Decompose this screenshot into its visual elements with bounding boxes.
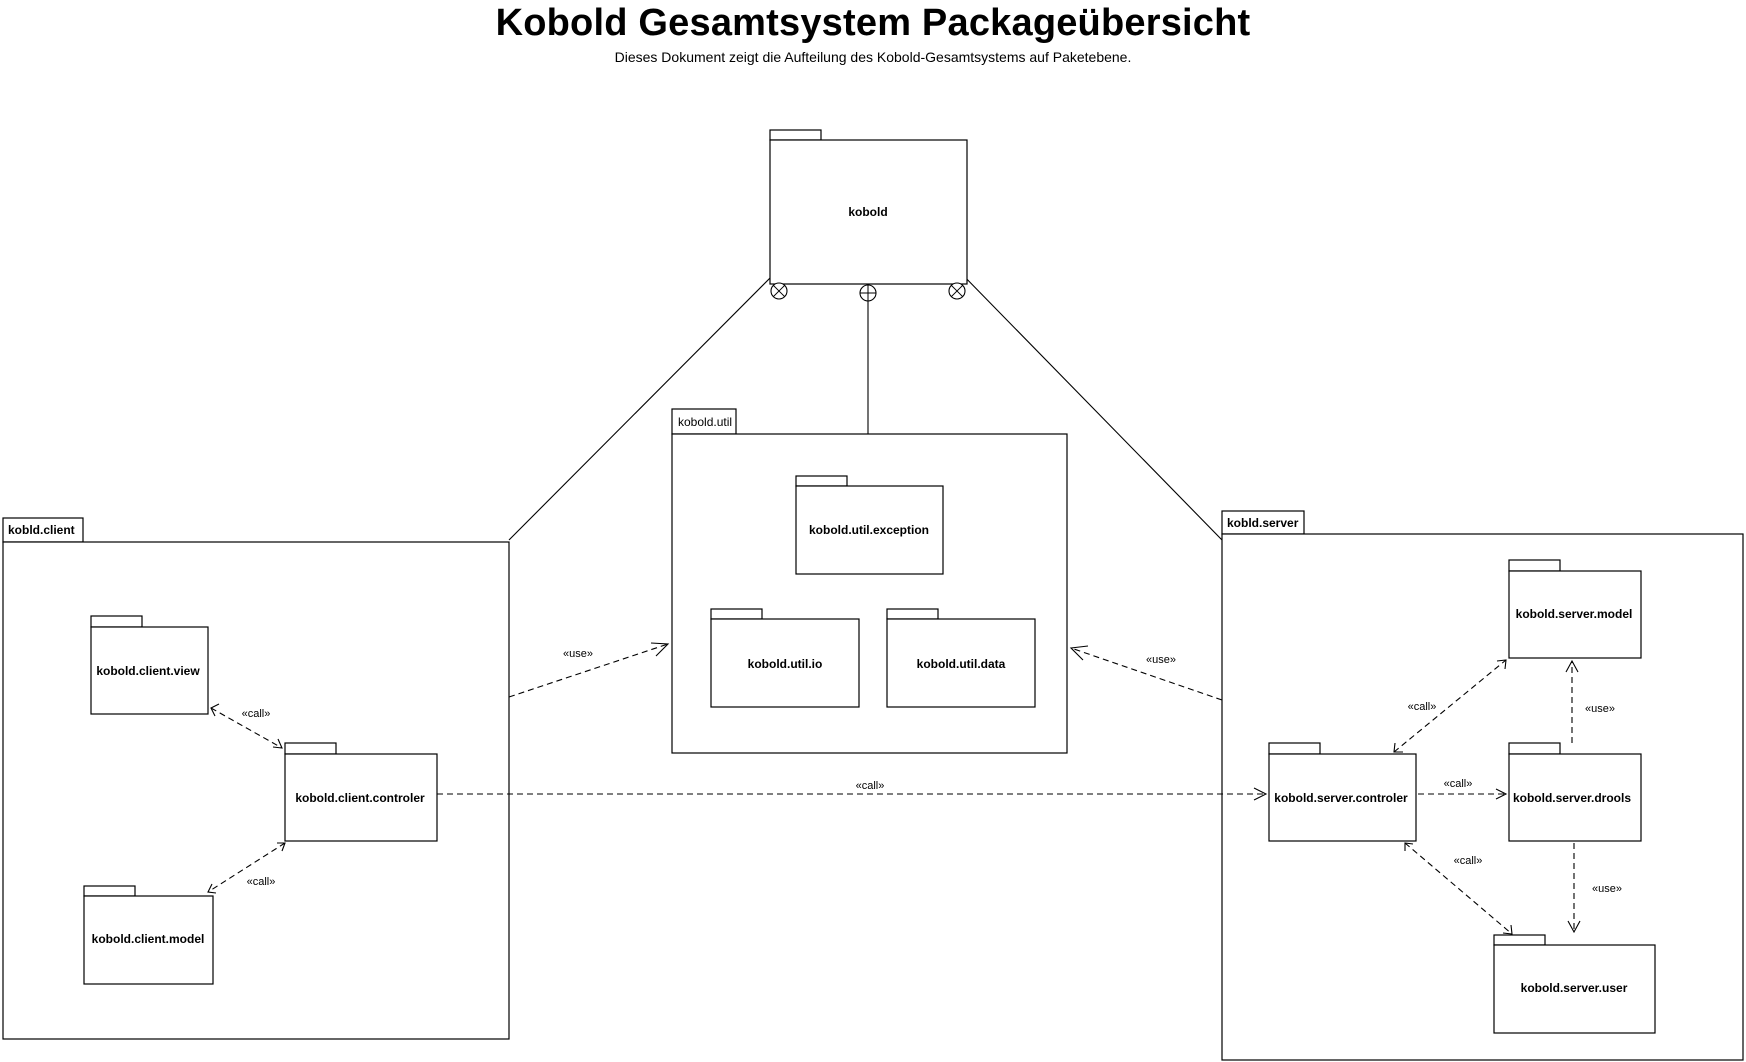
containment-anchor-server-icon <box>948 282 966 300</box>
package-server-label: kobld.server <box>1227 516 1299 530</box>
dependency-drools-user-label: «use» <box>1592 883 1622 895</box>
package-server-model[interactable]: kobold.server.model <box>1508 559 1642 659</box>
diagram-title: Kobold Gesamtsystem Packageübersicht <box>495 2 1251 44</box>
dependency-server-util <box>1069 645 1223 701</box>
package-kobold-label: kobold <box>848 205 887 219</box>
dependency-view-controler-label: «call» <box>242 708 271 720</box>
dependency-servercontroler-drools-label: «call» <box>1444 778 1473 790</box>
dependency-view-controler <box>210 703 283 749</box>
dependency-client-server <box>437 787 1268 801</box>
dependency-servercontroler-drools <box>1418 788 1508 800</box>
dependency-client-server-label: «call» <box>856 780 885 792</box>
dependency-drools-model <box>1565 659 1579 743</box>
package-server-drools[interactable]: kobold.server.drools <box>1508 742 1642 842</box>
package-client-controler[interactable]: kobold.client.controler <box>284 742 438 842</box>
package-util-io-label: kobold.util.io <box>748 657 823 671</box>
dependency-drools-model-label: «use» <box>1585 703 1615 715</box>
package-client-view-label: kobold.client.view <box>96 664 200 678</box>
package-client-label: kobld.client <box>8 523 75 537</box>
package-util-exception-label: kobold.util.exception <box>809 523 929 537</box>
package-server-drools-label: kobold.server.drools <box>1513 791 1631 805</box>
package-server-user-label: kobold.server.user <box>1521 981 1628 995</box>
dependency-drools-user <box>1567 843 1581 934</box>
dependency-controler-model <box>207 842 286 894</box>
diagram-subtitle: Dieses Dokument zeigt die Aufteilung des… <box>614 49 1132 65</box>
package-util-data[interactable]: kobold.util.data <box>886 608 1036 708</box>
package-client-controler-label: kobold.client.controler <box>295 791 425 805</box>
package-server-model-label: kobold.server.model <box>1516 607 1633 621</box>
dependency-servercontroler-user <box>1404 842 1513 935</box>
dependency-servercontroler-servermodel <box>1393 659 1507 753</box>
package-client-model[interactable]: kobold.client.model <box>83 885 214 985</box>
dependency-servercontroler-servermodel-label: «call» <box>1408 701 1437 713</box>
package-server-user[interactable]: kobold.server.user <box>1493 934 1656 1034</box>
dependency-server-util-label: «use» <box>1146 654 1176 666</box>
package-util-data-label: kobold.util.data <box>917 657 1006 671</box>
package-server-controler-label: kobold.server.controler <box>1274 791 1408 805</box>
package-util-io[interactable]: kobold.util.io <box>710 608 860 708</box>
nesting-line-client <box>508 268 780 541</box>
package-client-model-label: kobold.client.model <box>92 932 205 946</box>
nesting-line-server <box>956 268 1223 541</box>
containment-anchor-client-icon <box>770 282 788 300</box>
package-util-label: kobold.util <box>678 415 732 429</box>
dependency-client-util <box>508 642 670 698</box>
package-server-controler[interactable]: kobold.server.controler <box>1268 742 1417 842</box>
package-client-view[interactable]: kobold.client.view <box>90 615 209 715</box>
dependency-client-util-label: «use» <box>563 648 593 660</box>
dependency-controler-model-label: «call» <box>247 876 276 888</box>
dependency-servercontroler-user-label: «call» <box>1454 855 1483 867</box>
package-util-exception[interactable]: kobold.util.exception <box>795 475 944 575</box>
containment-anchor-util-icon <box>859 284 877 302</box>
package-kobold[interactable]: kobold <box>769 129 968 285</box>
